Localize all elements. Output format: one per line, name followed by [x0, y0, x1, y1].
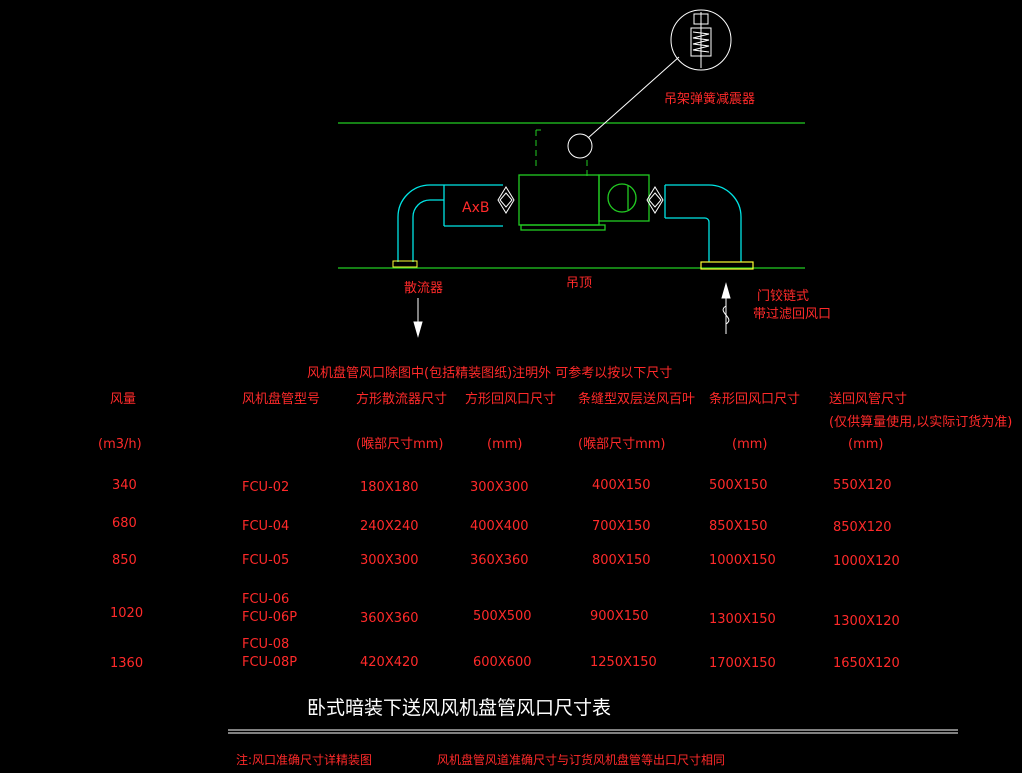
hanger-circle — [567, 133, 593, 159]
table-note: 风机盘管风口除图中(包括精装图纸)注明外 可参考以按以下尺寸 — [307, 366, 673, 381]
return-air-arrow — [721, 282, 731, 334]
header-slot-diffuser: 条缝型双层送风百叶 — [578, 392, 696, 407]
cell-flow: 850 — [112, 553, 137, 568]
supply-air-arrow — [413, 298, 423, 338]
left-duct — [443, 184, 503, 227]
unit-dashed-outline — [535, 129, 588, 178]
cell-duct: 1650X120 — [833, 656, 900, 671]
cell-return-square: 400X400 — [470, 519, 529, 534]
return-grille — [700, 261, 754, 270]
header-flow: 风量 — [110, 392, 137, 407]
cell-return-square: 500X500 — [473, 609, 532, 624]
spring-hanger-detail — [567, 9, 732, 159]
duct-size-label: AxB — [462, 200, 490, 216]
fan-coil-unit — [518, 174, 650, 231]
cell-duct: 1000X120 — [833, 554, 900, 569]
cell-duct: 1300X120 — [833, 614, 900, 629]
ceiling-label: 吊顶 — [566, 276, 593, 291]
cell-return-square: 600X600 — [473, 655, 532, 670]
cell-slot: 800X150 — [592, 553, 651, 568]
header-return-square: 方形回风口尺寸 — [465, 392, 557, 407]
table-title: 卧式暗装下送风风机盘管风口尺寸表 — [307, 697, 612, 719]
footnote-right: 风机盘管风道准确尺寸与订货风机盘管等出口尺寸相同 — [437, 753, 726, 767]
cell-model: FCU-02 — [242, 480, 290, 495]
return-grille-label-1: 门铰链式 — [757, 289, 810, 304]
right-duct-elbow — [665, 184, 742, 262]
header-diffuser-unit: (喉部尺寸mm) — [356, 437, 444, 452]
cell-diffuser: 300X300 — [360, 553, 419, 568]
cell-flow: 1020 — [110, 606, 144, 621]
diffuser-label: 散流器 — [404, 281, 444, 296]
return-grille-label-2: 带过滤回风口 — [753, 307, 832, 322]
header-duct-note: (仅供算量使用,以实际订货为准) — [829, 415, 1013, 430]
cell-return-strip: 500X150 — [709, 478, 768, 493]
cell-model: FCU-06 FCU-06P — [242, 592, 298, 625]
cell-return-strip: 1000X150 — [709, 553, 776, 568]
header-slot-diffuser-unit: (喉部尺寸mm) — [578, 437, 666, 452]
cell-return-strip: 850X150 — [709, 519, 768, 534]
cell-diffuser: 180X180 — [360, 480, 419, 495]
cell-return-square: 360X360 — [470, 553, 529, 568]
header-flow-unit: (m3/h) — [98, 437, 142, 452]
cell-return-square: 300X300 — [470, 480, 529, 495]
cell-duct: 550X120 — [833, 478, 892, 493]
soft-joints — [497, 186, 664, 214]
cell-slot: 400X150 — [592, 478, 651, 493]
header-return-strip-unit: (mm) — [732, 437, 768, 452]
hanger-label: 吊架弹簧减震器 — [664, 92, 756, 107]
cell-diffuser: 420X420 — [360, 655, 419, 670]
fan-coil-assembly — [397, 184, 742, 262]
supply-diffuser — [392, 260, 418, 268]
cell-diffuser: 360X360 — [360, 611, 419, 626]
hanger-detail-circle — [670, 9, 732, 71]
footnote-left: 注:风口准确尺寸详精装图 — [236, 753, 373, 767]
cell-model: FCU-04 — [242, 519, 290, 534]
cell-model: FCU-08 FCU-08P — [242, 637, 298, 670]
cell-flow: 680 — [112, 516, 137, 531]
cell-slot: 1250X150 — [590, 655, 657, 670]
header-return-square-unit: (mm) — [487, 437, 523, 452]
cell-slot: 900X150 — [590, 609, 649, 624]
cell-flow: 340 — [112, 478, 137, 493]
cell-return-strip: 1700X150 — [709, 656, 776, 671]
header-duct-unit: (mm) — [848, 437, 884, 452]
cell-return-strip: 1300X150 — [709, 612, 776, 627]
hanger-leader-line — [587, 56, 680, 139]
header-return-strip: 条形回风口尺寸 — [709, 392, 801, 407]
cell-duct: 850X120 — [833, 520, 892, 535]
cell-diffuser: 240X240 — [360, 519, 419, 534]
header-model: 风机盘管型号 — [242, 392, 321, 407]
header-duct: 送回风管尺寸 — [829, 392, 908, 407]
cell-model: FCU-05 — [242, 553, 290, 568]
header-diffuser: 方形散流器尺寸 — [356, 392, 448, 407]
left-duct-elbow — [397, 184, 444, 262]
cell-flow: 1360 — [110, 656, 144, 671]
cell-slot: 700X150 — [592, 519, 651, 534]
